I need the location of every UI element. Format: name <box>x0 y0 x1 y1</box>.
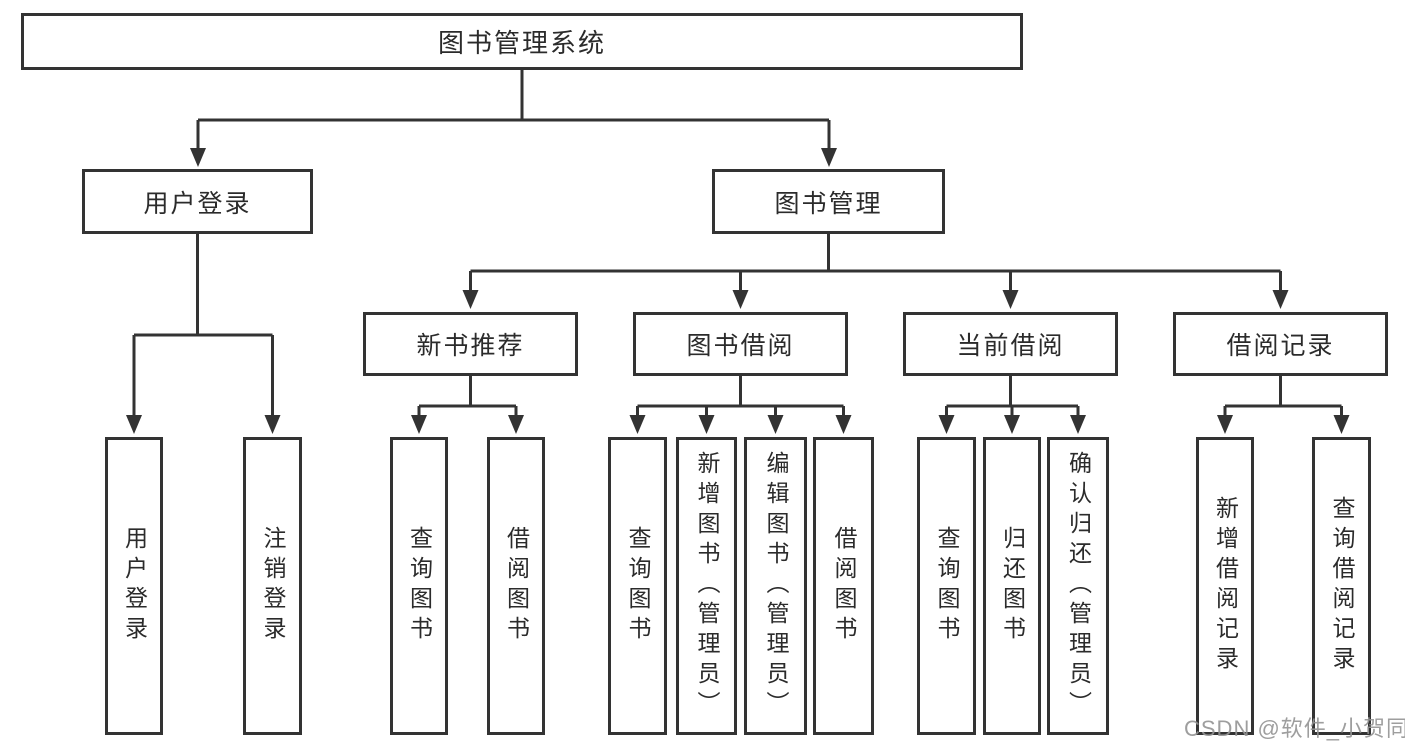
leaf-borrow-books-recommend: 借阅图书 <box>487 437 545 735</box>
csdn-watermark: CSDN @软件_小贺同学 <box>1184 716 1405 741</box>
node-book-management: 图书管理 <box>712 169 945 234</box>
node-system-root: 图书管理系统 <box>21 13 1023 70</box>
leaf-user-login: 用户登录 <box>105 437 163 735</box>
leaf-add-books-admin-label: 新增图书（管理员） <box>694 451 720 721</box>
leaf-confirm-return-admin: 确认归还（管理员） <box>1047 437 1109 735</box>
leaf-edit-books-admin-label: 编辑图书（管理员） <box>763 451 789 721</box>
leaf-borrow-books-borrowing: 借阅图书 <box>813 437 874 735</box>
leaf-query-books-borrowing: 查询图书 <box>608 437 667 735</box>
leaf-return-books-label: 归还图书 <box>999 526 1026 646</box>
leaf-borrow-books-borrowing-label: 借阅图书 <box>831 526 857 646</box>
leaf-logout: 注销登录 <box>243 437 302 735</box>
leaf-edit-books-admin: 编辑图书（管理员） <box>744 437 807 735</box>
node-new-book-recommendation: 新书推荐 <box>363 312 578 376</box>
leaf-add-books-admin: 新增图书（管理员） <box>676 437 737 735</box>
leaf-query-borrow-record: 查询借阅记录 <box>1312 437 1371 735</box>
leaf-logout-label: 注销登录 <box>260 526 286 646</box>
leaf-borrow-books-recommend-label: 借阅图书 <box>503 526 530 646</box>
node-book-borrowing: 图书借阅 <box>633 312 848 376</box>
leaf-confirm-return-admin-label: 确认归还（管理员） <box>1065 451 1092 721</box>
leaf-add-borrow-record-label: 新增借阅记录 <box>1212 496 1239 676</box>
node-borrowing-records: 借阅记录 <box>1173 312 1388 376</box>
leaf-return-books: 归还图书 <box>983 437 1041 735</box>
leaf-query-borrow-record-label: 查询借阅记录 <box>1329 496 1355 676</box>
leaf-query-books-recommend: 查询图书 <box>390 437 448 735</box>
leaf-add-borrow-record: 新增借阅记录 <box>1196 437 1254 735</box>
leaf-query-books-recommend-label: 查询图书 <box>406 526 433 646</box>
leaf-query-books-current-label: 查询图书 <box>934 526 960 646</box>
node-user-login: 用户登录 <box>82 169 313 234</box>
node-current-borrowing: 当前借阅 <box>903 312 1118 376</box>
leaf-user-login-label: 用户登录 <box>121 526 148 646</box>
leaf-query-books-borrowing-label: 查询图书 <box>625 526 651 646</box>
leaf-query-books-current: 查询图书 <box>917 437 976 735</box>
